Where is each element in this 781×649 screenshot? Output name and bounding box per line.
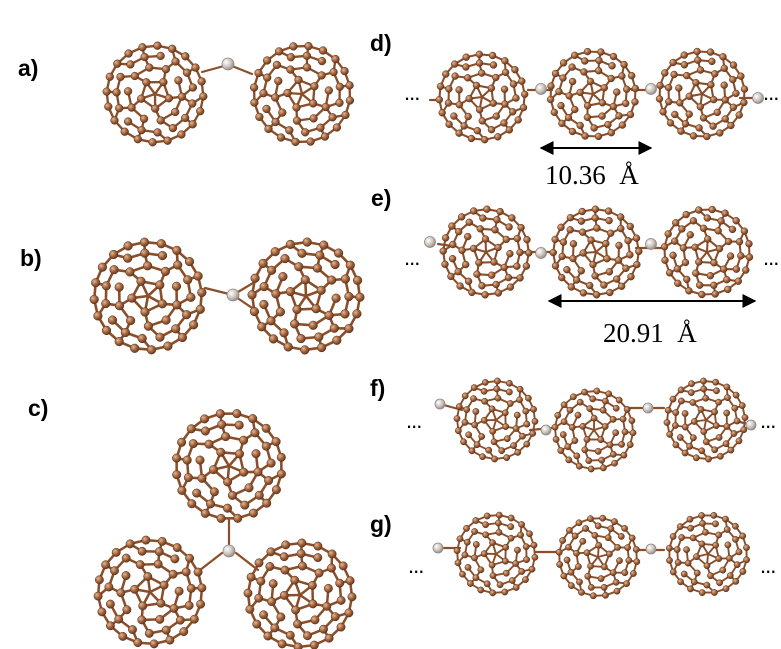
fullerene-c-left (93, 535, 207, 649)
fullerene-g-3 (666, 512, 750, 596)
linker-atom-g-2 (645, 543, 657, 555)
fullerene-b-left (89, 237, 207, 355)
linker-atom-d-3 (752, 92, 764, 104)
fullerene-d-3 (655, 47, 749, 141)
distance-value-e: 20.91 (603, 318, 664, 348)
chain-continuation-right-e: ... (763, 245, 779, 270)
chain-continuation-right-f: ... (760, 408, 776, 433)
fullerene-e-2 (549, 205, 643, 299)
fullerene-e-1 (439, 205, 533, 299)
chain-continuation-left-f: ... (406, 408, 422, 433)
distance-unit-e: Å (677, 318, 697, 348)
panel-label-d: d) (370, 30, 392, 56)
linker-atom-f-3 (642, 402, 654, 414)
chain-continuation-right-d: ... (763, 80, 779, 105)
distance-label-d: 10.36 Å (545, 160, 639, 191)
linker-atom-f-2 (540, 424, 552, 436)
linker-atom-f-1 (434, 398, 446, 410)
fullerene-c-right (243, 538, 357, 649)
distance-unit-d: Å (619, 160, 639, 190)
panel-label-a: a) (18, 55, 39, 81)
bond-c-left (198, 551, 224, 572)
linker-atom-a (221, 57, 235, 71)
panel-label-e: e) (371, 185, 392, 211)
bond-a-right (230, 64, 254, 76)
fullerene-d-1 (435, 50, 529, 144)
fullerene-a-right (249, 41, 355, 147)
fullerene-e-3 (660, 205, 754, 299)
linker-atom-e-2 (535, 247, 547, 259)
fullerene-f-1 (453, 377, 539, 463)
chain-continuation-left-g: ... (408, 553, 424, 578)
bond-a-left (200, 64, 226, 74)
linker-atom-e-3 (645, 238, 657, 250)
panel-label-g: g) (370, 511, 392, 537)
fullerene-a-left (102, 41, 208, 147)
linker-atom-e-1 (424, 236, 436, 248)
linker-atom-d-1 (535, 83, 547, 95)
linker-atom-b (226, 288, 240, 302)
chain-continuation-left-e: ... (404, 245, 420, 270)
distance-label-e: 20.91 Å (603, 318, 697, 349)
fullerene-g-2 (555, 514, 641, 600)
linker-atom-g-1 (432, 542, 444, 554)
fullerene-g-1 (453, 511, 539, 597)
fullerene-d-2 (546, 47, 640, 141)
fullerene-f-3 (663, 377, 749, 463)
linker-atom-d-2 (645, 83, 657, 95)
chain-continuation-left-d: ... (404, 80, 420, 105)
panel-label-f: f) (370, 375, 386, 401)
fullerene-c-top (172, 409, 286, 523)
fullerene-b-right (247, 237, 365, 355)
linker-atom-f-4 (745, 419, 757, 431)
chain-continuation-right-g: ... (760, 553, 776, 578)
panel-label-c: c) (28, 395, 49, 421)
bond-c-right (234, 551, 260, 572)
distance-value-d: 10.36 (545, 160, 606, 190)
linker-atom-c (222, 544, 236, 558)
panel-label-b: b) (20, 245, 42, 271)
fullerene-f-2 (551, 387, 637, 473)
